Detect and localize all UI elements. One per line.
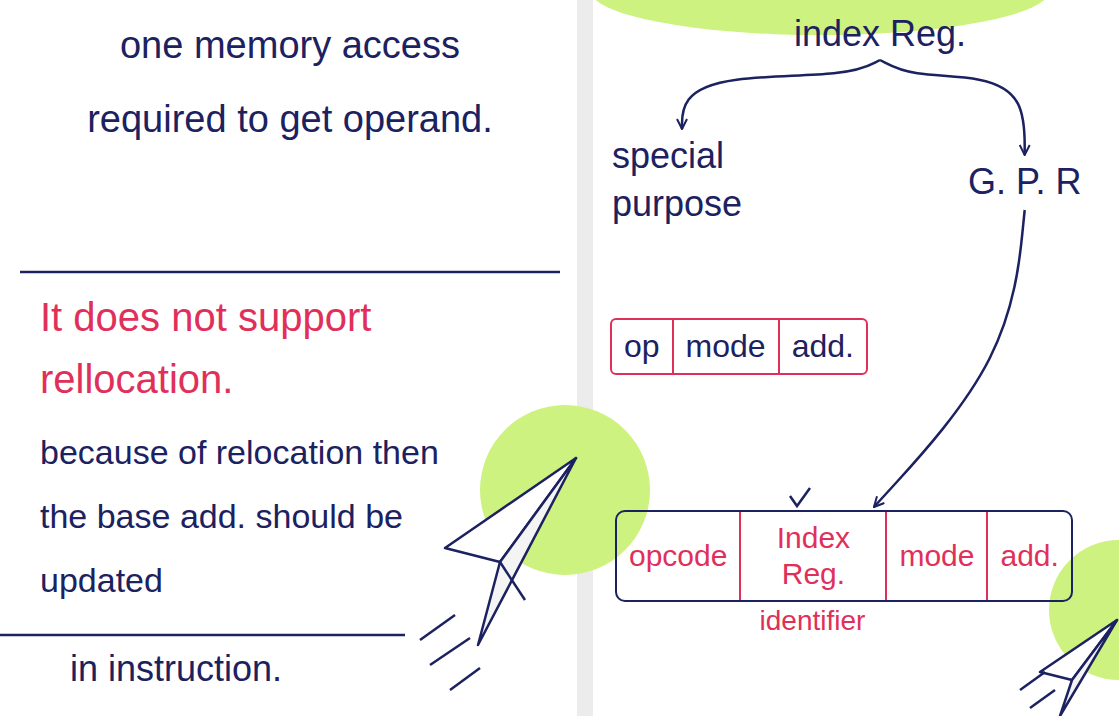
connector-arrow	[874, 210, 1025, 507]
node-text: special purpose	[612, 132, 812, 228]
node-text: op	[612, 320, 672, 373]
panel-gap	[577, 0, 593, 716]
check-mark	[790, 488, 810, 506]
field-caption: identifier	[760, 604, 866, 638]
node-text: mode	[672, 320, 778, 373]
node-text: mode	[885, 512, 986, 600]
note-text: in instruction.	[70, 644, 490, 694]
connector-arrow	[880, 60, 1025, 155]
divider-line	[20, 271, 560, 274]
connector-arrow	[682, 60, 880, 129]
node-text: add.	[778, 320, 866, 373]
branch-text: G. P. R	[968, 158, 1081, 206]
instruction-format: opcodeIndex Reg.modeadd.	[615, 510, 1073, 602]
note-text: one memory access required to get operan…	[50, 8, 530, 156]
node-text: index Reg.	[794, 10, 966, 58]
paper-airplane	[420, 458, 576, 690]
paper-airplane	[1020, 620, 1117, 716]
node-text: G. P. R	[968, 158, 1081, 206]
note-text: because of relocation then the base add.…	[40, 420, 440, 612]
divider-line	[0, 634, 405, 637]
heading-text: index Reg.	[794, 10, 966, 58]
branch-text: special purpose	[612, 132, 812, 228]
node-text: opcode	[617, 512, 739, 600]
node-text: Index Reg.	[739, 512, 885, 600]
instruction-format: opmodeadd.	[610, 318, 868, 375]
note-text: It does not support rellocation.	[40, 286, 560, 410]
node-text: add.	[986, 512, 1070, 600]
